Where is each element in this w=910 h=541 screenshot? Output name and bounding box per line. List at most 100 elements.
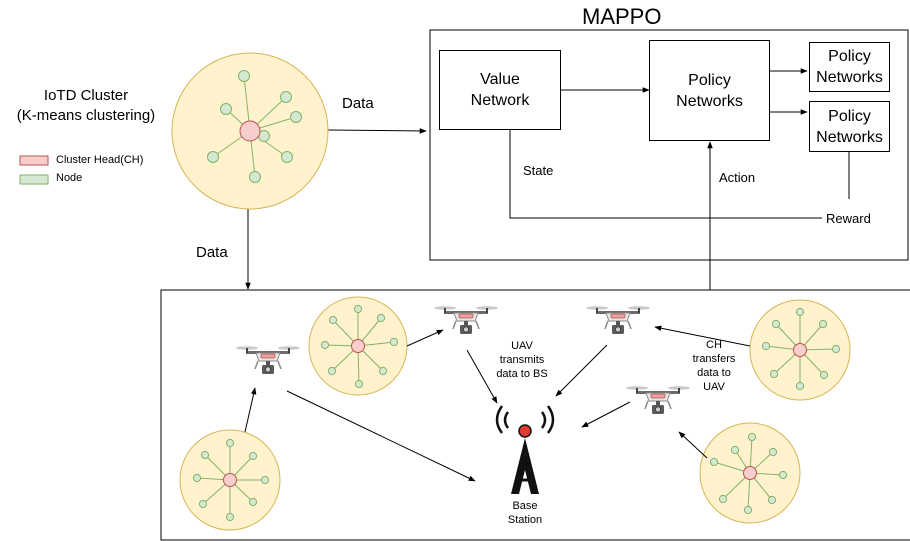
state-feedback-line — [509, 130, 822, 219]
action-label: Action — [719, 170, 756, 185]
iot-node — [328, 315, 338, 325]
legend-ch-label: Cluster Head(CH) — [56, 154, 144, 166]
uav-left-icon — [235, 345, 301, 375]
uav-center-left-to-bs-arrow — [466, 349, 498, 404]
cluster-head — [239, 120, 261, 142]
uav-text-line3: data to BS — [496, 368, 548, 380]
cluster-to-mappo-data-arrow — [327, 128, 427, 134]
cluster-to-uav-center-left-arrow — [406, 329, 444, 347]
reward-label: Reward — [826, 211, 871, 226]
policy-networks-top-line1: Policy — [828, 48, 871, 65]
uav-center-right-to-bs-arrow — [555, 344, 608, 397]
base-station-label: Base Station — [496, 499, 554, 527]
iot-node — [225, 438, 235, 448]
iot-node — [225, 512, 235, 522]
iot-node — [238, 70, 250, 82]
iot-node — [767, 495, 777, 505]
ch-text-line4: UAV — [703, 381, 725, 393]
uav-text-line1: UAV — [511, 340, 533, 352]
base-station-line2: Station — [507, 514, 543, 526]
uav-transmits-text: UAV transmits data to BS — [486, 339, 558, 381]
iot-node — [831, 344, 841, 354]
cluster-head — [351, 339, 365, 353]
iot-node — [389, 337, 399, 347]
data-down-label: Data — [196, 244, 228, 261]
base-station-icon — [495, 405, 555, 494]
ch-text-line2: transfers — [692, 353, 736, 365]
iot-node — [249, 171, 261, 183]
main-cluster — [171, 52, 329, 210]
iot-node — [280, 91, 292, 103]
iot-node — [771, 319, 781, 329]
iot-node — [320, 340, 330, 350]
ch-text-line1: CH — [706, 339, 722, 351]
iot-node — [281, 151, 293, 163]
iot-node — [709, 457, 719, 467]
iot-node — [378, 366, 388, 376]
uav-center-left-icon — [433, 305, 499, 335]
iot-node — [260, 475, 270, 485]
environment-frame — [160, 289, 910, 541]
value-network-line2: Network — [470, 92, 530, 109]
cluster-to-uav-right-arrow — [678, 431, 708, 459]
legend-ch-swatch — [19, 155, 49, 166]
iot-node — [769, 369, 779, 379]
uav-right-to-bs-arrow — [581, 401, 631, 428]
iot-node — [192, 473, 202, 483]
iot-node — [353, 304, 363, 314]
value-network-line1: Value — [480, 71, 520, 88]
iot-node — [768, 447, 778, 457]
iot-node — [327, 366, 337, 376]
policy-networks-bottom-line1: Policy — [828, 107, 871, 125]
uav-right-icon — [625, 385, 691, 415]
ch-transfers-text: CH transfers data to UAV — [686, 338, 742, 394]
legend-node-swatch — [19, 174, 49, 185]
policy-networks-top-line2: Networks — [816, 69, 883, 86]
iot-node — [376, 313, 386, 323]
ch-to-uav-arrow — [654, 325, 751, 347]
iot-node — [200, 450, 210, 460]
legend-node-label: Node — [56, 172, 83, 184]
ch-text-line3: data to — [697, 367, 731, 379]
policy-networks-bottom-line2: Networks — [816, 128, 883, 146]
iot-node — [248, 497, 258, 507]
iot-node — [220, 103, 232, 115]
iot-node — [761, 341, 771, 351]
cluster-head — [793, 343, 807, 357]
iot-node — [730, 445, 740, 455]
iot-node — [795, 307, 805, 317]
env-cluster-top-left — [308, 296, 408, 396]
uav-text-line2: transmits — [499, 354, 545, 366]
state-label: State — [523, 163, 554, 178]
iot-node — [778, 470, 788, 480]
iot-node — [718, 494, 728, 504]
data-right-label: Data — [342, 95, 374, 112]
policy-networks-main-line1: Policy — [688, 71, 731, 89]
cluster-head — [743, 466, 757, 480]
iot-node — [747, 432, 757, 442]
iot-node — [818, 319, 828, 329]
env-cluster-bottom-left — [179, 429, 281, 531]
iot-node — [354, 379, 364, 389]
uav-center-right-icon — [585, 305, 651, 335]
iot-node — [743, 505, 753, 515]
cluster-to-uav-left-arrow — [244, 387, 257, 433]
cluster-head — [223, 473, 237, 487]
mappo-title: MAPPO — [582, 4, 662, 29]
iotd-cluster-title-line1: IoTD Cluster — [43, 87, 129, 104]
iot-node — [819, 370, 829, 380]
iot-node — [207, 151, 219, 163]
iot-node — [290, 111, 302, 123]
iotd-cluster-title: IoTD Cluster (K-means clustering) — [8, 86, 164, 126]
policy-networks-main-line2: Networks — [676, 92, 743, 110]
uav-left-to-bs-arrow — [286, 390, 476, 482]
base-station-line1: Base — [512, 500, 538, 512]
iotd-cluster-title-line2: (K-means clustering) — [16, 107, 156, 124]
iot-node — [795, 381, 805, 391]
iot-node — [198, 499, 208, 509]
env-cluster-right — [749, 299, 851, 401]
